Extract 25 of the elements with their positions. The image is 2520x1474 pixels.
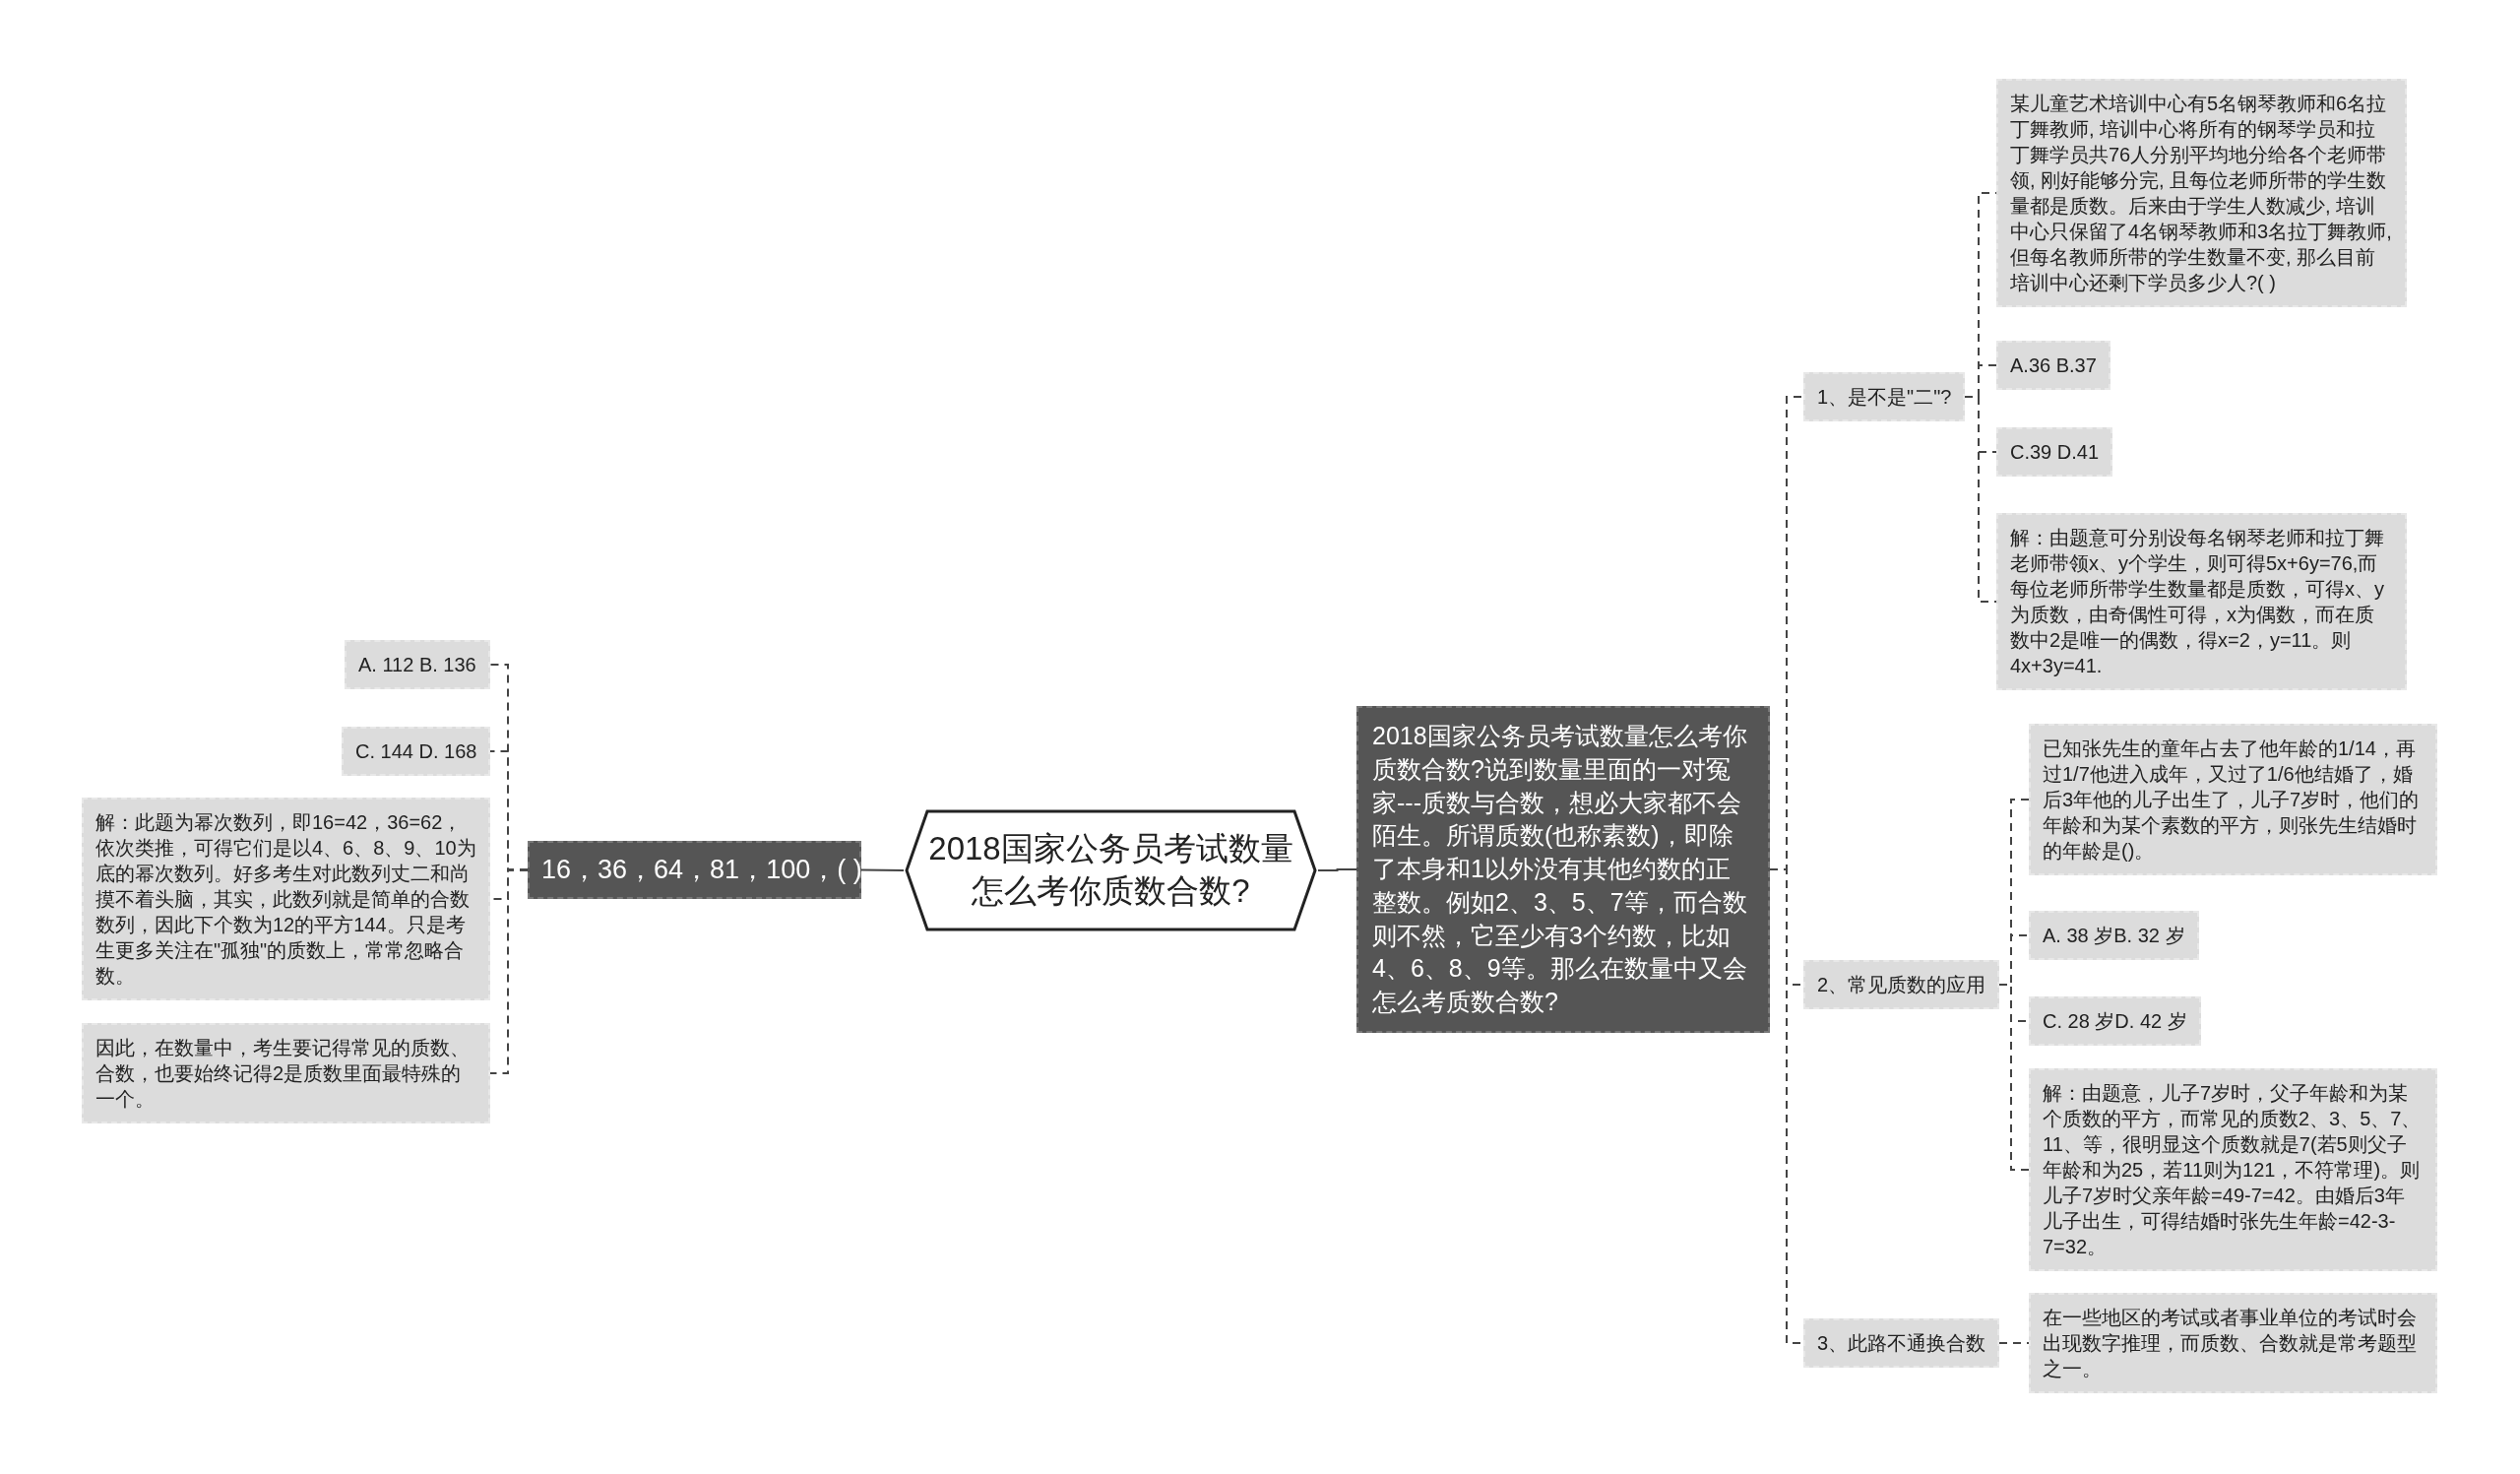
note-box: 2、常见质数的应用	[1803, 960, 2000, 1009]
note-box: 3、此路不通换合数	[1803, 1318, 2000, 1368]
topic-hexagon: 2018国家公务员考试数量怎么考你质数合数?	[904, 808, 1318, 932]
note-box: C. 144 D. 168	[342, 727, 491, 776]
connector-line	[860, 868, 905, 871]
note-box: 解：由题意可分别设每名钢琴老师和拉丁舞老师带领x、y个学生，则可得5x+6y=76,而每位老师所带学生数量都是质数，可得x、y为质数，由奇偶性可得，x为偶数，而在质数中2是唯一的偶数，得x=2，y=11。则4x+3y=41.	[1996, 513, 2407, 690]
note-box: 解：此题为幂次数列，即16=42，36=62，依次类推，可得它们是以4、6、8、9、10为底的幂次数列。好多考生对此数列丈二和尚摸不着头脑，其实，此数列就是简单的合数数列，因此下个数为12的平方144。只是考生更多关注在"孤独"的质数上，常常忽略合数。	[82, 798, 490, 1000]
note-box: 某儿童艺术培训中心有5名钢琴教师和6名拉丁舞教师, 培训中心将所有的钢琴学员和拉丁舞学员共76人分别平均地分给各个老师带领, 刚好能够分完, 且每位老师所带的学生数量都是质数。后来由于学生人数减少, 培训中心只保留了4名钢琴教师和3名拉丁舞教师, 但每名教师所带的学生数量不变, 那么目前培训中心还剩下学员多少人?( )	[1996, 79, 2407, 307]
topic-box: 2018国家公务员考试数量怎么考你质数合数?说到数量里面的一对冤家---质数与合数，想必大家都不会陌生。所谓质数(也称素数)，即除了本身和1以外没有其他约数的正整数。例如2、3、5、7等，而合数则不然，它至少有3个约数，比如4、6、8、9等。那么在数量中又会怎么考质数合数?	[1356, 706, 1770, 1033]
note-box: A.36 B.37	[1996, 341, 2110, 390]
connector-line	[1317, 868, 1357, 871]
connector-line	[1998, 984, 2030, 1171]
note-box: 在一些地区的考试或者事业单位的考试时会出现数字推理，而质数、合数就是常考题型之一。	[2029, 1293, 2437, 1393]
note-box: 已知张先生的童年占去了他年龄的1/14，再过1/7他进入成年，又过了1/6他结婚了，婚后3年他的儿子出生了，儿子7岁时，他们的年龄和为某个素数的平方，则张先生结婚时的年龄是()。	[2029, 724, 2437, 875]
connector-line	[1964, 396, 1997, 603]
connector-line	[1998, 1342, 2030, 1344]
note-box: 1、是不是"二"?	[1803, 372, 1966, 421]
note-box: A. 112 B. 136	[345, 640, 490, 689]
connector-line	[489, 868, 529, 1074]
note-box: A. 38 岁B. 32 岁	[2029, 911, 2199, 960]
note-box: 因此，在数量中，考生要记得常见的质数、合数，也要始终记得2是质数里面最特殊的一个。	[82, 1023, 490, 1123]
note-box: C. 28 岁D. 42 岁	[2029, 996, 2201, 1046]
topic-box: 16，36，64，81，100，( )	[528, 840, 861, 899]
note-box: C.39 D.41	[1996, 427, 2113, 477]
note-box: 解：由题意，儿子7岁时，父子年龄和为某个质数的平方，而常见的质数2、3、5、7、11、等，很明显这个质数就是7(若5则父子年龄和为25，若11则为121，不符常理)。则儿子7岁时父亲年龄=49-7=42。由婚后3年儿子出生，可得结婚时张先生年龄=42-3-7=32。	[2029, 1068, 2437, 1271]
